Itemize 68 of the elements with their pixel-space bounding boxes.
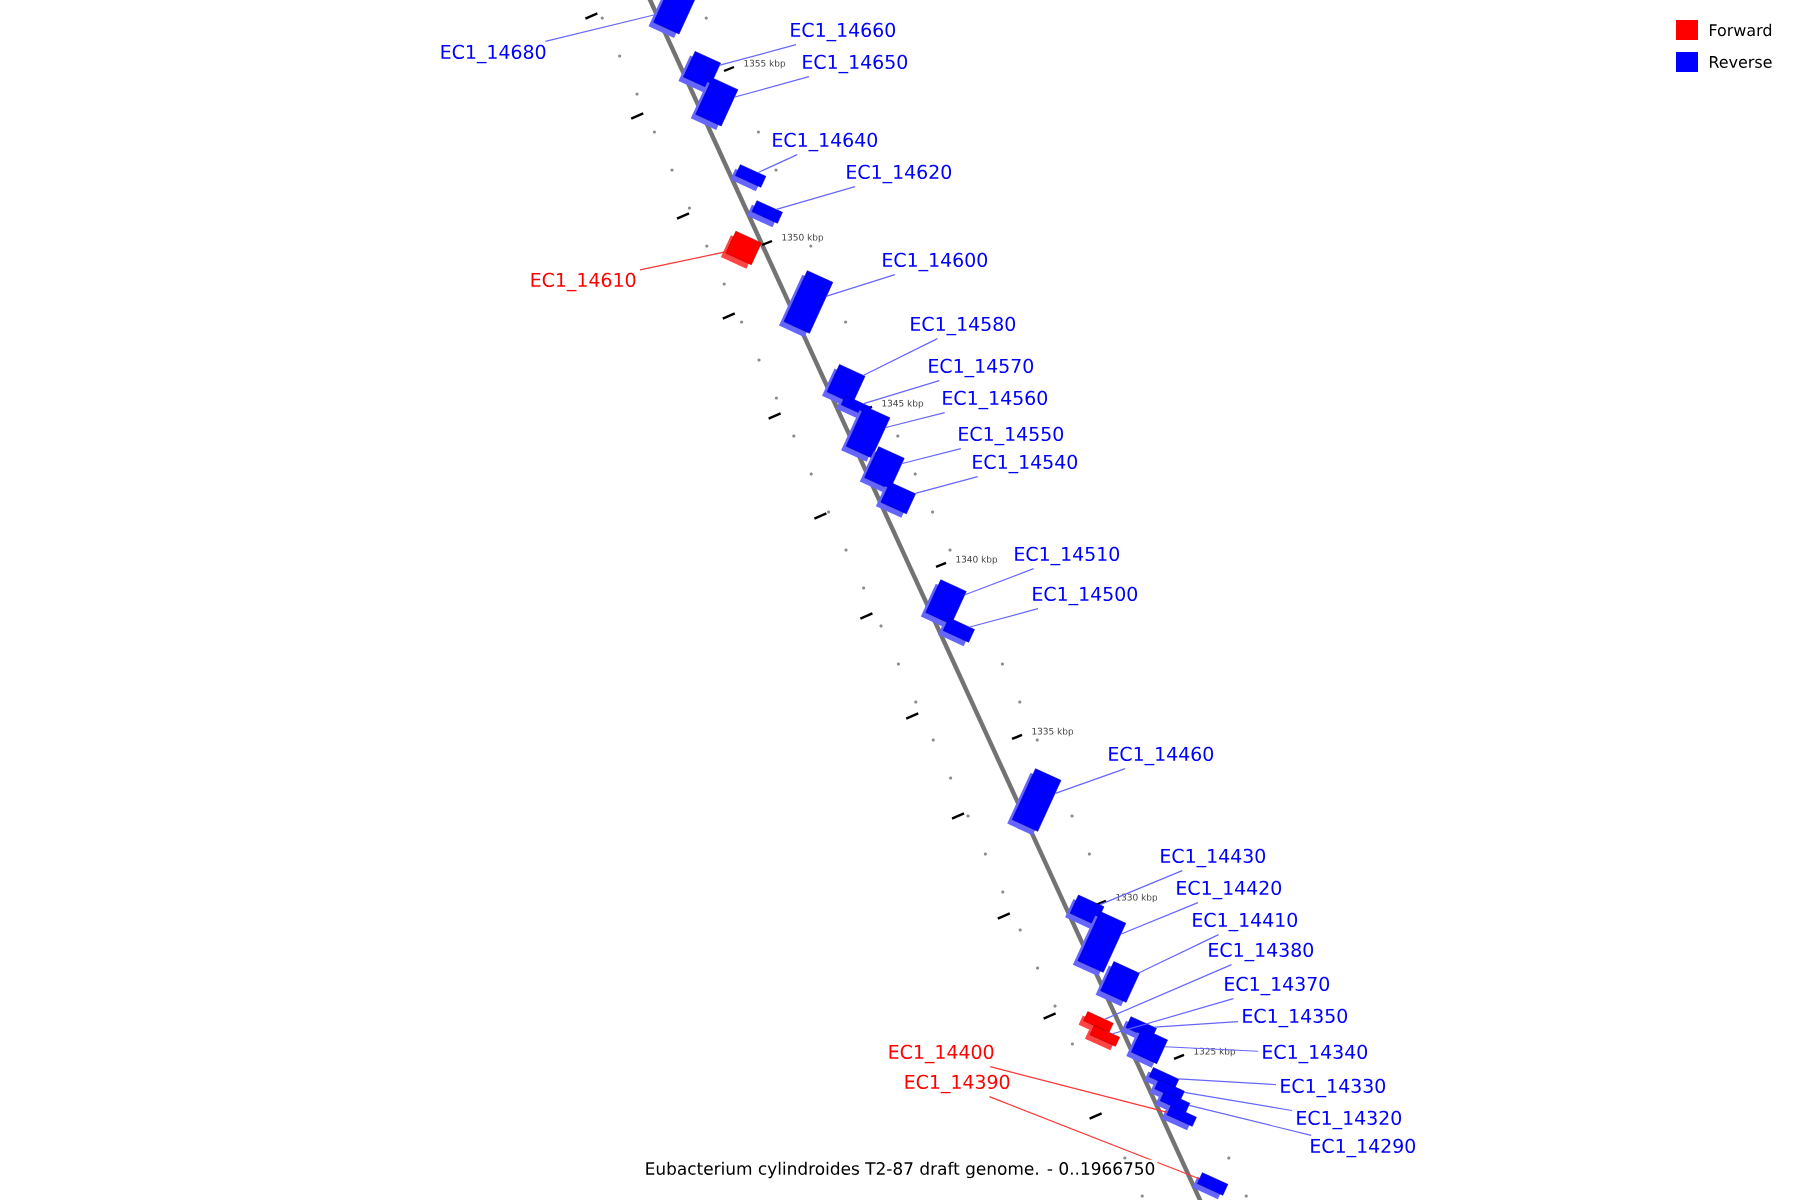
leader-line xyxy=(1138,934,1220,974)
gene-label: EC1_14640 xyxy=(773,132,878,152)
leader-line xyxy=(969,608,1039,628)
gene-label: EC1_14430 xyxy=(1161,848,1265,868)
gene-label: EC1_14460 xyxy=(1109,746,1213,766)
gene-label: EC1_14610 xyxy=(531,272,636,292)
gene-label: EC1_14380 xyxy=(1209,942,1313,962)
gene-label: EC1_14350 xyxy=(1243,1008,1347,1028)
leader-line xyxy=(734,76,810,98)
gene-label: EC1_14340 xyxy=(1263,1044,1367,1064)
gene-label: EC1_14410 xyxy=(1193,912,1297,932)
gene-block xyxy=(1085,1025,1120,1051)
leader-line xyxy=(639,251,727,271)
leader-line xyxy=(719,44,797,66)
leader-line xyxy=(775,186,856,210)
gene-label: EC1_14600 xyxy=(883,252,987,272)
gene-label: EC1_14570 xyxy=(929,358,1033,378)
gene-label: EC1_14650 xyxy=(803,54,908,74)
gene-label: EC1_14390 xyxy=(905,1074,1010,1094)
gene-label: EC1_14620 xyxy=(847,164,952,184)
gene-label: EC1_14500 xyxy=(1033,586,1137,606)
gene-block xyxy=(779,270,834,338)
gene-block xyxy=(875,481,916,518)
gene-label: EC1_14330 xyxy=(1281,1078,1385,1098)
leader-line xyxy=(1153,1021,1239,1028)
gene-label: EC1_14580 xyxy=(911,316,1015,336)
leader-line xyxy=(1164,1046,1259,1052)
gene-label: EC1_14560 xyxy=(943,390,1047,410)
leader-line xyxy=(989,1066,1169,1113)
gene-block xyxy=(690,77,739,130)
gene-block xyxy=(938,617,975,647)
gene-block xyxy=(1007,768,1062,836)
leader-line xyxy=(863,338,938,376)
caption: Eubacterium cylindroides T2-87 draft genome. - 0..1966750 xyxy=(642,1159,1158,1181)
leader-line xyxy=(1099,870,1183,906)
gene-block xyxy=(1095,961,1140,1007)
leader-line xyxy=(826,274,896,297)
gene-label: EC1_14680 xyxy=(441,44,546,64)
leader-line xyxy=(964,568,1035,596)
leader-line xyxy=(1178,1078,1277,1086)
leader-line xyxy=(544,13,658,42)
gene-label: EC1_14660 xyxy=(791,22,896,42)
gene-label: EC1_14320 xyxy=(1297,1110,1401,1130)
gene-label: EC1_14420 xyxy=(1177,880,1281,900)
leader-line xyxy=(863,380,940,405)
gene-block xyxy=(1192,1172,1229,1200)
leader-line xyxy=(914,476,979,494)
gene-label: EC1_14370 xyxy=(1225,976,1329,996)
gene-label: EC1_14550 xyxy=(959,426,1063,446)
leader-line xyxy=(1054,768,1126,794)
gene-block xyxy=(1161,1105,1197,1131)
gene-block xyxy=(730,164,767,192)
leader-line xyxy=(757,154,798,174)
gene-label: EC1_14510 xyxy=(1015,546,1119,566)
leader-line xyxy=(885,412,946,429)
leader-line xyxy=(1120,902,1199,935)
leader-line xyxy=(988,1096,1200,1180)
leader-line xyxy=(1104,964,1233,1020)
leader-line xyxy=(901,448,962,465)
leader-line xyxy=(1188,1104,1312,1136)
gene-label: EC1_14400 xyxy=(889,1044,994,1064)
gene-block xyxy=(648,0,696,38)
leader-line xyxy=(1183,1091,1293,1112)
gene-label: EC1_14540 xyxy=(973,454,1077,474)
gene-block xyxy=(720,230,762,269)
gene-block xyxy=(747,200,783,228)
leader-line xyxy=(1112,998,1234,1035)
gene-label: EC1_14290 xyxy=(1311,1138,1415,1158)
